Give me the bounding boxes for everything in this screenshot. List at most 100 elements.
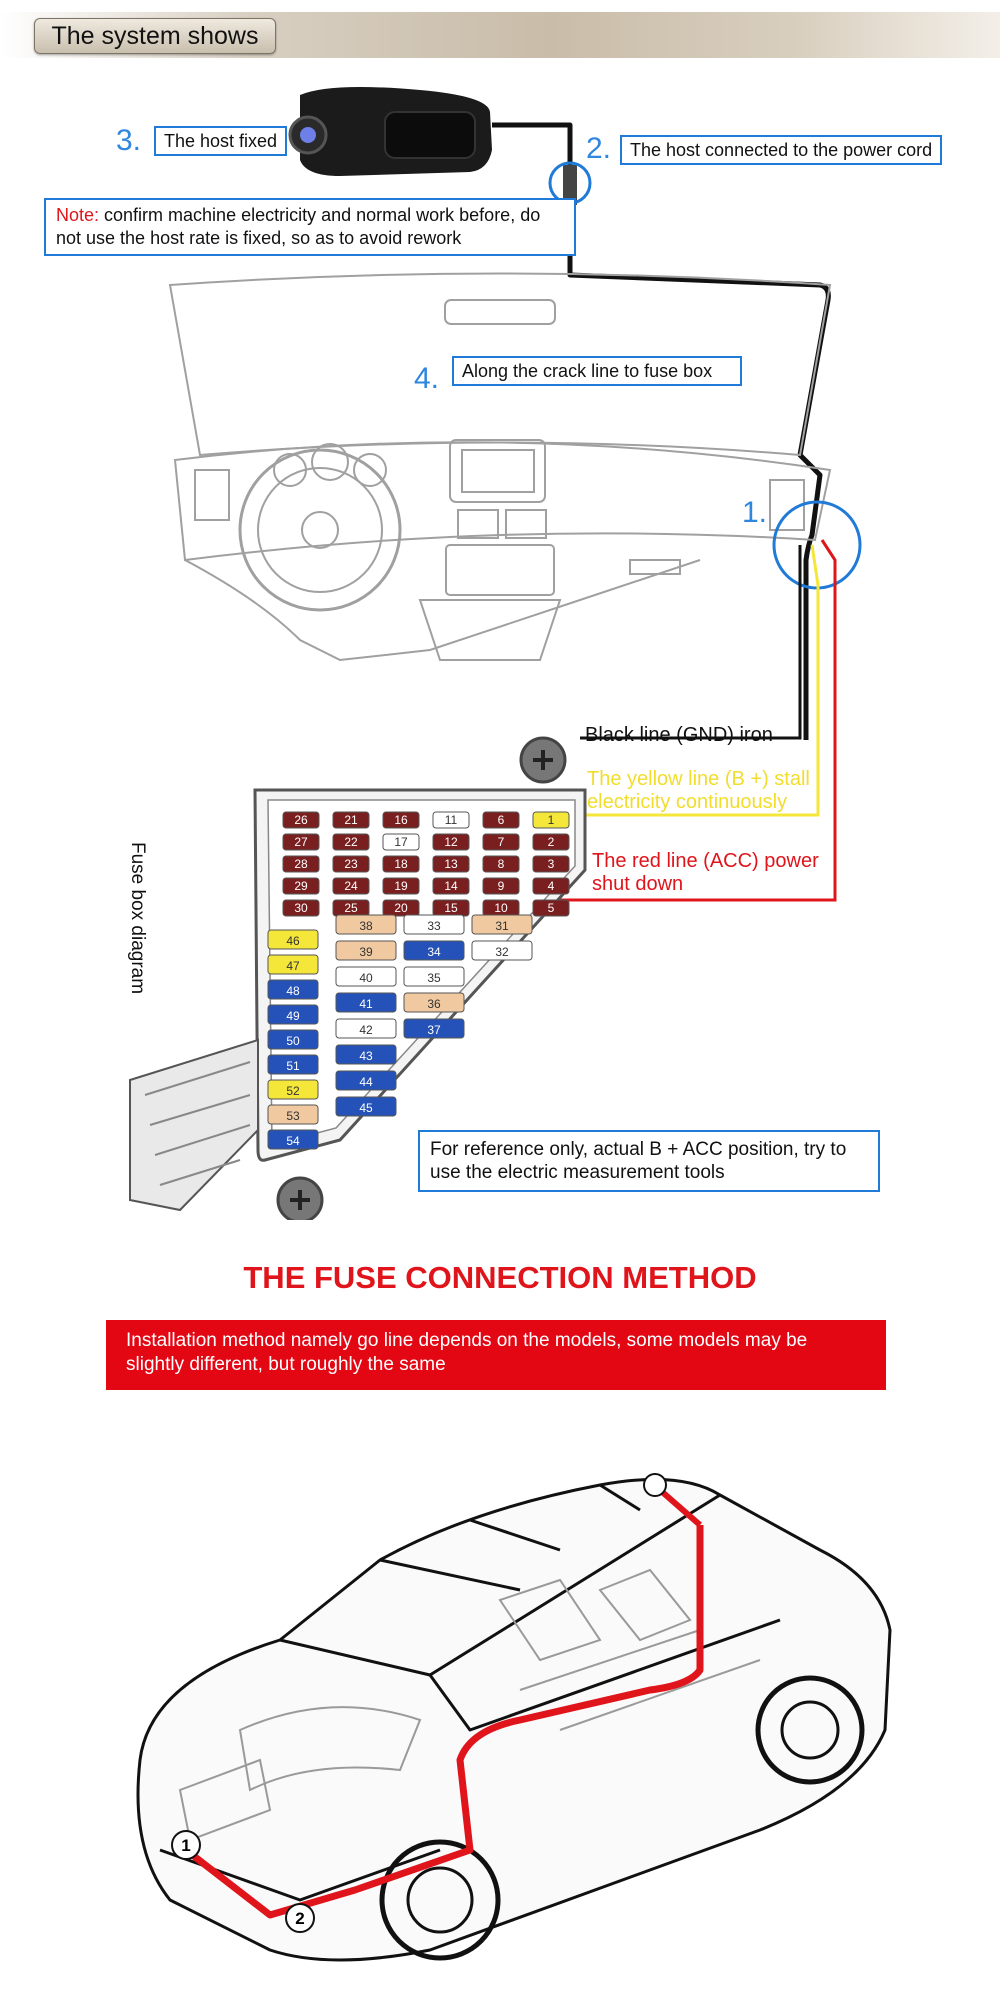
red-wire — [555, 539, 837, 902]
car-illustration: 1 2 — [136, 1473, 892, 1962]
fuse-number: 8 — [498, 857, 505, 871]
fuse-number: 35 — [427, 971, 441, 985]
fuse-number: 2 — [548, 835, 555, 849]
fuse-number: 27 — [294, 835, 308, 849]
yellow-wire — [578, 544, 820, 817]
fuse-number: 16 — [394, 813, 408, 827]
dashboard-sketch — [168, 272, 832, 662]
step-3-label: The host fixed — [154, 126, 288, 156]
fuse-number: 40 — [359, 971, 373, 985]
fuse-slot — [332, 877, 370, 895]
fuse-slot — [532, 877, 570, 895]
fuse-slot — [267, 1104, 319, 1125]
fuse-number: 25 — [344, 901, 358, 915]
camera-mount-marker — [643, 1473, 667, 1497]
fuse-slot — [267, 1054, 319, 1075]
fuse-number: 4 — [548, 879, 555, 893]
car-marker-2: 2 — [285, 1903, 315, 1933]
fuse-slot — [403, 966, 465, 987]
fuse-number: 7 — [498, 835, 505, 849]
fuse-number: 51 — [286, 1059, 300, 1073]
fuse-slot — [267, 1079, 319, 1100]
cable-route — [183, 1525, 704, 1919]
fuse-number: 11 — [445, 813, 458, 827]
fuse-number: 12 — [444, 835, 458, 849]
fuse-slot — [532, 811, 570, 829]
step-2-number: 2. — [586, 132, 612, 165]
fuse-number: 43 — [359, 1049, 373, 1063]
fuse-slot — [335, 914, 397, 935]
fuse-slot — [335, 992, 397, 1013]
fuse-number: 42 — [359, 1023, 373, 1037]
fuse-number: 46 — [286, 934, 300, 948]
marker-1-text: 1 — [181, 1836, 190, 1855]
fuse-number: 17 — [394, 835, 408, 849]
fuse-slot — [482, 877, 520, 895]
fuse-slot — [282, 811, 320, 829]
fuse-slot — [432, 855, 470, 873]
fuse-number: 6 — [498, 813, 505, 827]
step-2-label: The host connected to the power cord — [620, 135, 943, 165]
fuse-slot — [335, 1096, 397, 1117]
fuse-slot — [532, 855, 570, 873]
fuse-number: 3 — [548, 857, 555, 871]
fuse-number: 44 — [359, 1075, 373, 1089]
fuse-number: 18 — [394, 857, 408, 871]
fuse-slot — [403, 1018, 465, 1039]
fuse-slot — [432, 811, 470, 829]
fuse-slot — [267, 1129, 319, 1150]
fuse-slot — [532, 833, 570, 851]
fuse-slot — [335, 940, 397, 961]
fuse-number: 33 — [427, 919, 441, 933]
fuse-slot — [432, 877, 470, 895]
fuse-number: 39 — [359, 945, 373, 959]
step-3-number: 3. — [116, 124, 142, 157]
fuse-number: 29 — [294, 879, 308, 893]
fuse-number: 1 — [548, 813, 555, 827]
fuse-slot — [332, 833, 370, 851]
fuse-number: 22 — [344, 835, 358, 849]
fuse-number: 41 — [359, 997, 373, 1011]
fuse-slot — [335, 1070, 397, 1091]
dashcam-host — [288, 86, 492, 176]
fuse-number: 50 — [286, 1034, 300, 1048]
fuse-slot — [335, 1044, 397, 1065]
step-4-number: 4. — [414, 362, 440, 395]
black-wire — [580, 545, 802, 740]
fuse-slot — [382, 877, 420, 895]
fuse-slot — [382, 833, 420, 851]
fuse-slot — [432, 833, 470, 851]
marker-2-text: 2 — [295, 1909, 304, 1928]
fuse-number: 19 — [394, 879, 408, 893]
fuse-slot — [382, 811, 420, 829]
fuse-number: 30 — [294, 901, 308, 915]
fuse-number: 23 — [344, 857, 358, 871]
section-title: The system shows — [34, 18, 276, 54]
note-text: confirm machine electricity and normal w… — [56, 205, 541, 248]
fuse-slot — [403, 992, 465, 1013]
fuse-slot — [471, 940, 533, 961]
fuse-number: 34 — [427, 945, 441, 959]
fuse-slot — [403, 940, 465, 961]
fuse-slot — [332, 811, 370, 829]
fuse-number: 20 — [394, 901, 408, 915]
fuse-slot — [335, 966, 397, 987]
fuse-number: 37 — [427, 1023, 441, 1037]
fuse-number: 32 — [495, 945, 509, 959]
fuse-number: 45 — [359, 1101, 373, 1115]
fuse-slot — [282, 899, 320, 917]
fuse-number: 14 — [444, 879, 458, 893]
fuse-slot — [282, 877, 320, 895]
fuse-number: 24 — [344, 879, 358, 893]
fuse-number: 26 — [294, 813, 308, 827]
black-line-label: Black line (GND) iron — [585, 724, 773, 746]
fuse-slot — [335, 1018, 397, 1039]
fuse-slot — [282, 833, 320, 851]
fuse-number: 13 — [444, 857, 458, 871]
fuse-slot — [267, 929, 319, 950]
fuse-slot — [382, 855, 420, 873]
fuse-number: 48 — [286, 984, 300, 998]
fuse-number: 52 — [286, 1084, 300, 1098]
note-box: Note: confirm machine electricity and no… — [44, 198, 576, 256]
